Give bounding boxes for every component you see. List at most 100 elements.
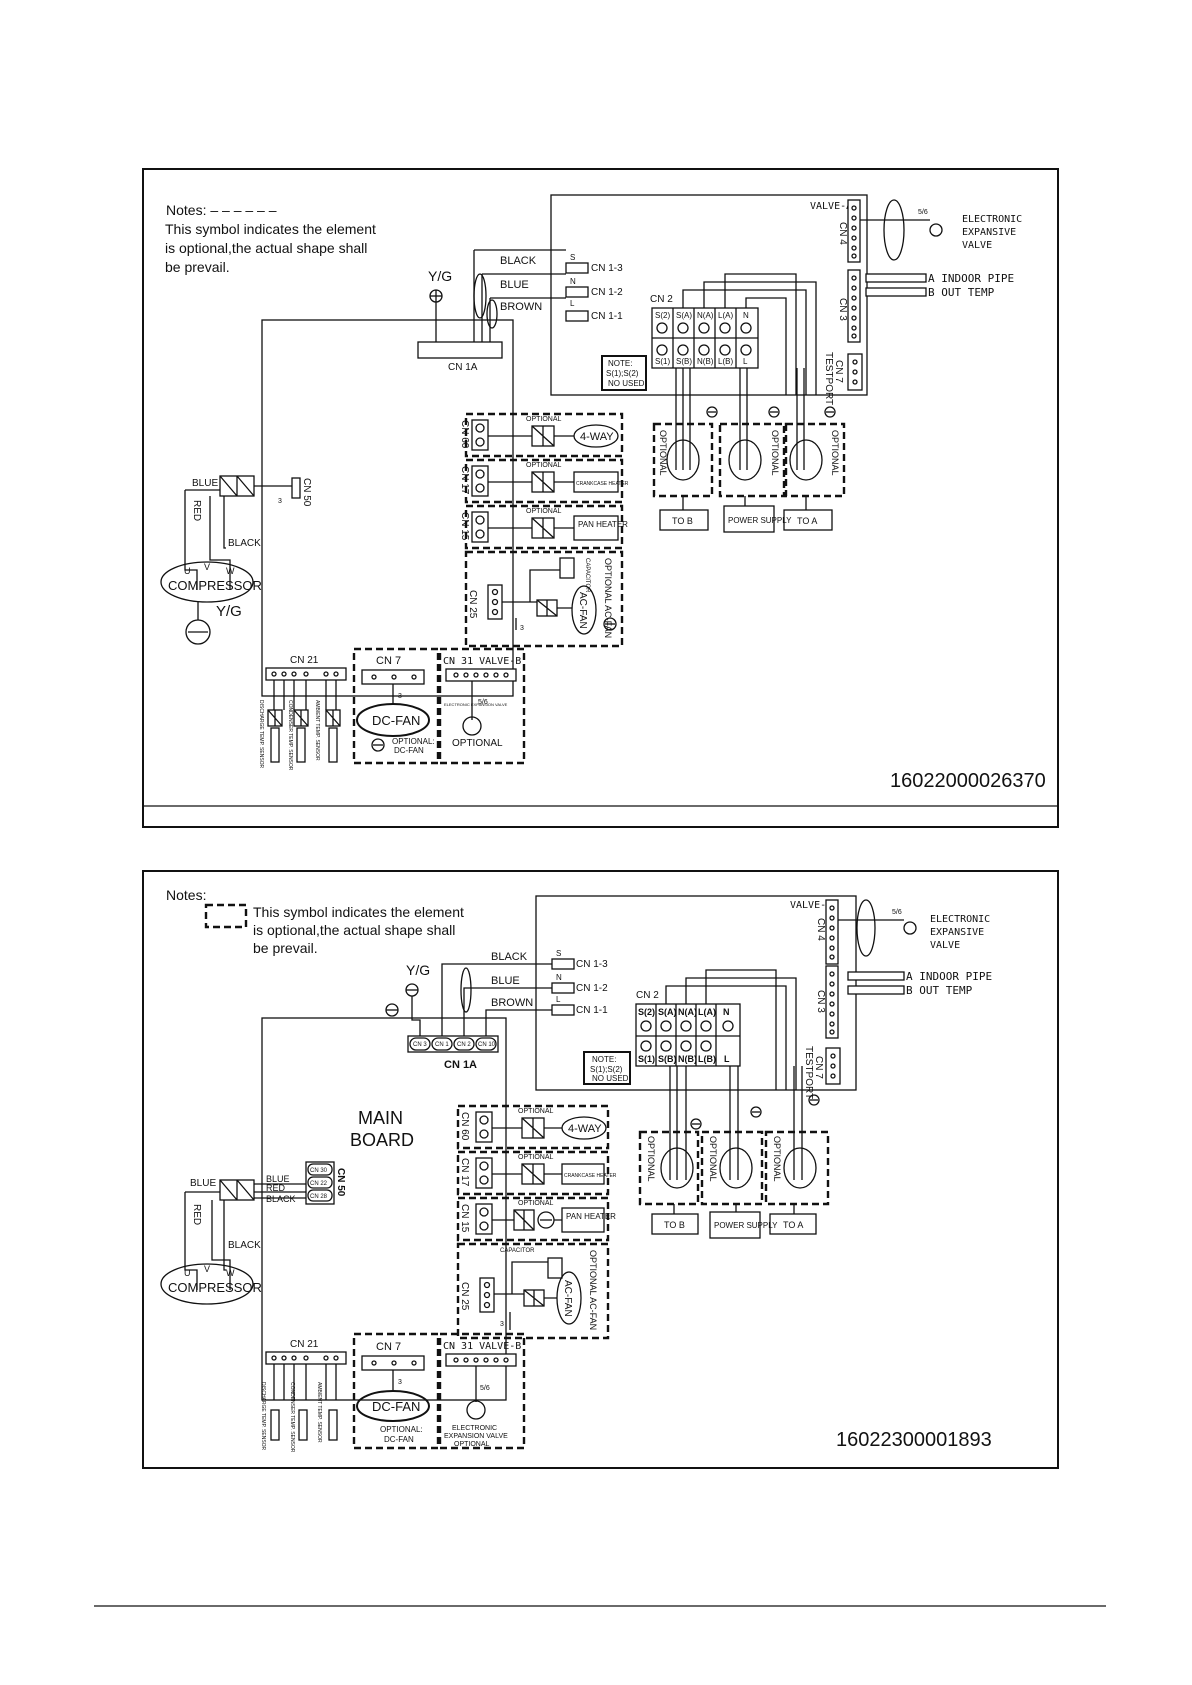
comp2-black: BLACK xyxy=(228,1240,261,1251)
optional-label-2: OPTIONAL xyxy=(770,430,780,476)
ground-icon xyxy=(429,289,443,303)
cn60-label: CN 60 xyxy=(459,420,470,449)
pan-heater2-label: PAN HEATER xyxy=(566,1212,616,1221)
main-board-label-1: MAIN xyxy=(358,1108,403,1128)
t2-bot-0: S(1) xyxy=(638,1054,655,1064)
t1-top-3: L(A) xyxy=(718,311,733,320)
note2-line-1: NOTE: xyxy=(592,1055,616,1064)
cn31-2-connector xyxy=(445,1353,517,1367)
cn31-connector xyxy=(445,668,517,682)
cn50-connector xyxy=(291,477,301,499)
optional-tag-cn60: OPTIONAL xyxy=(526,416,562,423)
cn7-2-three: 3 xyxy=(398,1379,402,1386)
cn1a-label: CN 1A xyxy=(448,362,478,373)
out-temp-sensor-2 xyxy=(847,985,905,995)
optional2-cable-3 xyxy=(764,1130,830,1206)
crankcase-label: CRANKCASE HEATER xyxy=(576,481,629,487)
cn25-three: 3 xyxy=(520,625,524,632)
cn17-2-label: CN 17 xyxy=(459,1158,470,1187)
comp2-v: V xyxy=(204,1264,210,1274)
t2-top-2: N(A) xyxy=(678,1007,697,1017)
cn50-label: CN 50 xyxy=(301,478,312,507)
t1-bot-3: L(B) xyxy=(718,357,733,366)
optional2-tag-cn15: OPTIONAL xyxy=(518,1200,554,1207)
indoor-pipe-sensor-2 xyxy=(847,971,905,981)
optional-label-3: OPTIONAL xyxy=(830,430,840,476)
note2-line-2: S(1);S(2) xyxy=(590,1065,623,1074)
dc-fan2-label: DC-FAN xyxy=(372,1399,420,1414)
testport-label: TESTPORT xyxy=(823,352,834,405)
optional-symbol-box xyxy=(204,903,248,929)
cn25-2-module xyxy=(456,1242,610,1340)
wire2-brown: BROWN xyxy=(491,997,533,1009)
notes2-line-1: This symbol indicates the element xyxy=(253,904,464,920)
opt-dcfan2-1: OPTIONAL: xyxy=(380,1425,423,1434)
cn21-2-label: CN 21 xyxy=(290,1339,319,1350)
wire-brown: BROWN xyxy=(500,301,542,313)
yg2-label: Y/G xyxy=(406,962,430,978)
comp2-u: U xyxy=(184,1268,191,1278)
power-supply2-box xyxy=(709,1211,761,1239)
capacitor-label: CAPACITOR xyxy=(584,558,590,593)
testport2-label: TESTPORT xyxy=(803,1046,814,1099)
cn7-2-top-label: CN 7 xyxy=(813,1056,824,1079)
diagram-1: Notes: – – – – – – This symbol indicates… xyxy=(142,168,1059,828)
wire2-black: BLACK xyxy=(491,951,528,963)
eev2-icon xyxy=(903,921,917,935)
valve-b2-56: 5/6 xyxy=(480,1385,490,1392)
main-board xyxy=(261,319,514,697)
comp-yg: Y/G xyxy=(216,603,242,620)
ac-fan xyxy=(571,585,597,635)
comp2-blue: BLUE xyxy=(190,1178,216,1189)
t1-top-0: S(2) xyxy=(655,311,670,320)
diagram-1-frame xyxy=(142,168,1059,828)
optional-tag-cn17: OPTIONAL xyxy=(526,462,562,469)
crankcase2-label: CRANKCASE HEATER xyxy=(564,1173,617,1179)
t1-bot-4: L xyxy=(743,357,748,366)
eev-b2-icon xyxy=(466,1400,486,1420)
optional2-label-1: OPTIONAL xyxy=(646,1136,656,1182)
snl-n: N xyxy=(570,277,576,286)
cn1a-connector xyxy=(417,341,503,359)
sensor-condenser: CONDENSER TEMP. SENSOR xyxy=(287,700,293,771)
notes-title: Notes: – – – – – – xyxy=(166,202,277,218)
cn50-pin-2: CN 28 xyxy=(310,1194,328,1200)
cn1a-pin-3: CN 10 xyxy=(478,1042,496,1048)
cn21-label: CN 21 xyxy=(290,655,319,666)
out-temp-sensor xyxy=(865,287,927,297)
pipe-line-b: B OUT TEMP xyxy=(928,286,995,299)
notes-line-3: be prevail. xyxy=(165,259,230,275)
terminal2-cn1-2: CN 1-2 xyxy=(576,983,608,994)
cn17-2-module xyxy=(456,1150,610,1196)
opt-dcfan2-2: DC-FAN xyxy=(384,1435,414,1444)
terminal-cn1-3: CN 1-3 xyxy=(591,263,623,274)
t1-bot-2: N(B) xyxy=(697,357,714,366)
to-a-box xyxy=(783,509,833,531)
note-line-3: NO USED xyxy=(608,379,645,388)
comp-blue: BLUE xyxy=(192,478,218,489)
ground-icon xyxy=(537,1211,555,1229)
cn31-label: CN 31 VALVE-B xyxy=(443,656,521,667)
snl2-n: N xyxy=(556,973,562,982)
valve-a2-label: VALVE-A xyxy=(790,900,832,911)
four-way-label: 4-WAY xyxy=(580,431,614,443)
optional2-label-3: OPTIONAL xyxy=(772,1136,782,1182)
cn60-2-module xyxy=(456,1104,610,1150)
cn50-pin-0: CN 30 xyxy=(310,1168,328,1174)
valve-a-label: VALVE-A xyxy=(810,201,852,212)
cn50-wire-red: RED xyxy=(266,1183,286,1193)
comp-black: BLACK xyxy=(228,538,261,549)
comp2-red: RED xyxy=(191,1204,202,1225)
cn60-module xyxy=(464,412,624,458)
cn60-2-label: CN 60 xyxy=(459,1112,470,1141)
eev-56: 5/6 xyxy=(918,209,928,216)
cn15-2-label: CN 15 xyxy=(459,1204,470,1233)
pan-heater-label: PAN HEATER xyxy=(578,520,628,529)
optional2-tag-cn17: OPTIONAL xyxy=(518,1154,554,1161)
to-b2-label: TO B xyxy=(664,1220,685,1230)
indoor-pipe-sensor xyxy=(865,273,927,283)
compressor-2 xyxy=(160,1263,254,1305)
condenser-sensor-2 xyxy=(298,1409,308,1441)
dc-fan xyxy=(356,703,430,737)
comp-w: W xyxy=(226,566,235,576)
